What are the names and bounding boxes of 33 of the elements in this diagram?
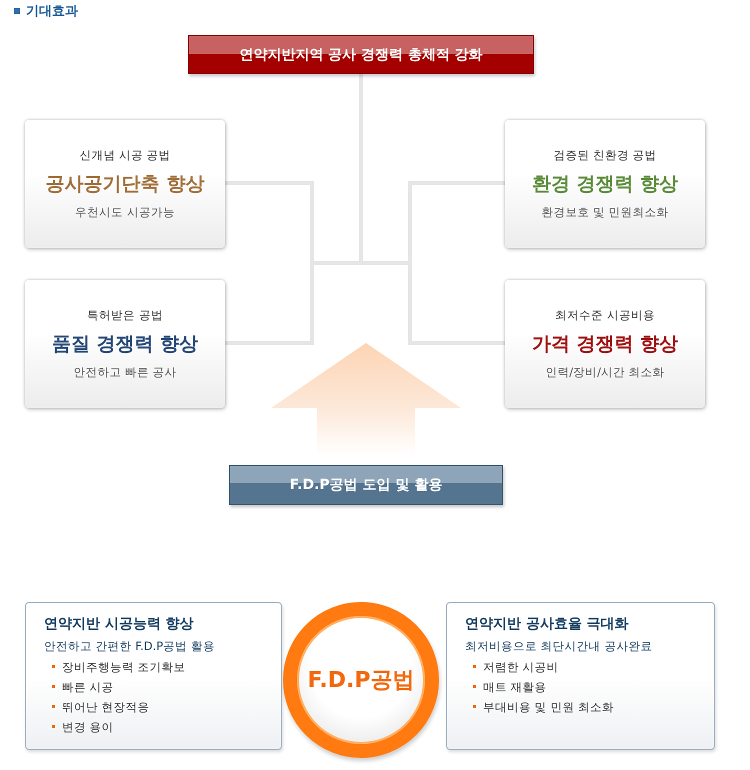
panel-heading: 연약지반 공사효율 극대화 <box>465 615 630 633</box>
card-description: 환경보호 및 민원최소화 <box>541 205 669 220</box>
bullet-item: 빠른 시공 <box>52 680 281 695</box>
bullet-item: 뛰어난 현장적응 <box>52 700 281 715</box>
effect-card <box>505 280 705 408</box>
title-banner: 연약지반지역 공사 경쟁력 총체적 강화 <box>188 35 534 74</box>
card-caption: 신개념 시공 공법 <box>79 148 171 163</box>
method-label: F.D.P공법 <box>308 667 414 695</box>
card-caption: 특허받은 공법 <box>87 308 163 323</box>
bullet-item: 저렴한 시공비 <box>473 660 714 675</box>
title-banner: F.D.P공법 도입 및 활용 <box>229 465 503 505</box>
panel-heading: 연약지반 시공능력 향상 <box>44 615 195 633</box>
benefit-panel <box>446 602 715 750</box>
card-heading: 품질 경쟁력 향상 <box>52 332 198 357</box>
card-heading: 가격 경쟁력 향상 <box>532 332 678 357</box>
bullet-item: 부대비용 및 민원 최소화 <box>473 700 714 715</box>
panel-subheading: 최저비용으로 최단시간내 공사완료 <box>465 639 654 654</box>
bullet-item: 매트 재활용 <box>473 680 714 695</box>
card-heading: 환경 경쟁력 향상 <box>532 172 678 197</box>
card-caption: 최저수준 시공비용 <box>555 308 655 323</box>
card-caption: 검증된 친환경 공법 <box>553 148 657 163</box>
benefit-panel <box>25 602 282 750</box>
card-description: 우천시도 시공가능 <box>75 205 175 220</box>
effect-card <box>25 120 225 248</box>
effect-card <box>505 120 705 248</box>
bullet-item: 장비주행능력 조기확보 <box>52 660 281 675</box>
section-title: 기대효과 <box>26 3 78 20</box>
panel-subheading: 안전하고 간편한 F.D.P공법 활용 <box>44 639 216 654</box>
bullet-item: 변경 용이 <box>52 720 281 735</box>
card-description: 인력/장비/시간 최소화 <box>545 365 665 380</box>
card-heading: 공사공기단축 향상 <box>46 172 204 197</box>
card-description: 안전하고 빠른 공사 <box>73 365 177 380</box>
effect-card <box>25 280 225 408</box>
